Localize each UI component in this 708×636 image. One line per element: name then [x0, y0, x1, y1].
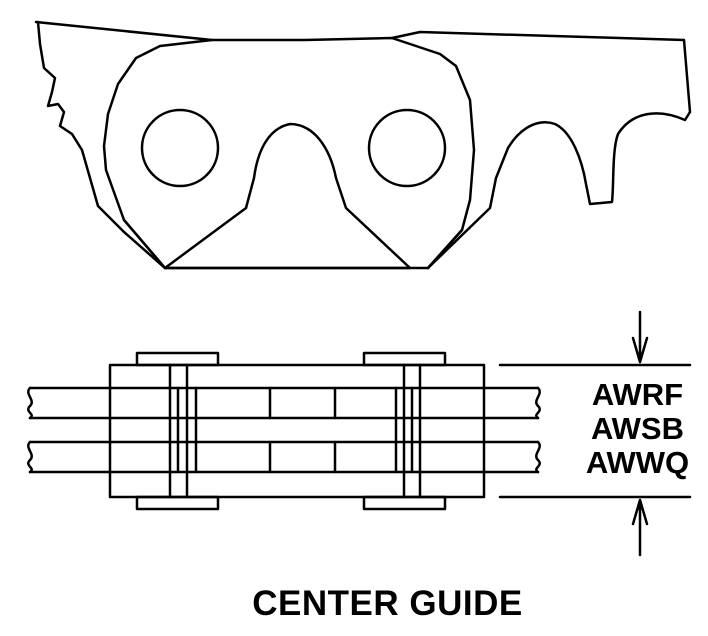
center-guide-tooth [163, 122, 412, 270]
dimension-label-1: AWRF [591, 377, 684, 412]
rivet-head-top-left [135, 351, 220, 367]
break-right-lower [535, 440, 541, 474]
plate-divisions [268, 386, 337, 474]
rivet-hole-left [140, 108, 220, 188]
rivet-head-top-right [362, 351, 447, 367]
plan-view [27, 310, 692, 557]
tie-strap-upper [28, 386, 540, 420]
rivet-pin-left [168, 363, 198, 499]
dimension-labels: AWRF AWSB AWWQ [580, 378, 695, 480]
background-link-outline [34, 20, 692, 270]
dimension-arrow-bottom [631, 498, 649, 557]
dimension-arrow-top [631, 310, 649, 364]
rivet-head-bottom-left [135, 495, 220, 511]
break-left-lower [27, 440, 33, 474]
side-view [34, 20, 692, 270]
tie-strap-lower [28, 440, 540, 474]
break-left-upper [27, 386, 33, 420]
dimension-label-3: AWWQ [585, 445, 690, 480]
link-plate-stack [108, 363, 486, 499]
dimension-label-2: AWSB [591, 411, 684, 446]
center-link-outline [102, 36, 476, 270]
dimension-extension-lines [498, 363, 692, 499]
figure-caption: CENTER GUIDE [252, 584, 523, 623]
break-right-upper [535, 386, 541, 420]
rivet-pin-right [394, 363, 422, 499]
rivet-hole-right [367, 108, 447, 188]
rivet-head-bottom-right [362, 495, 447, 511]
guide-inner-lines [122, 218, 464, 270]
